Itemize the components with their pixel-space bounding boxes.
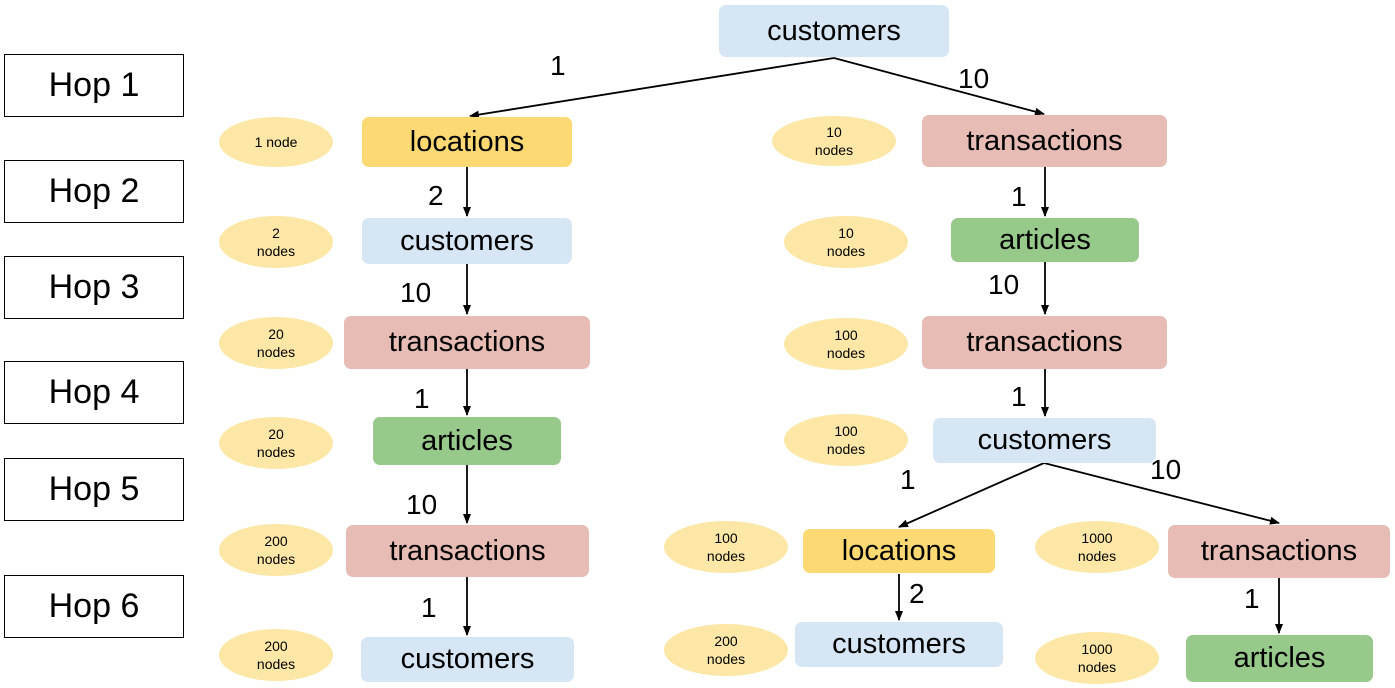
right-edge-label-1: 10 xyxy=(958,63,990,94)
branch-left-count-2: 200 nodes xyxy=(664,624,788,676)
branch-right-node-1: transactions xyxy=(1168,525,1390,578)
left-count-5: 200 nodes xyxy=(219,524,333,576)
right-node-1: transactions xyxy=(922,115,1167,167)
hop-label-2: Hop 2 xyxy=(4,160,184,223)
left-count-2: 2 nodes xyxy=(219,216,333,268)
right-node-4: customers xyxy=(933,418,1156,463)
right-count-1: 10 nodes xyxy=(772,116,896,166)
edge-root-to-left-locations xyxy=(469,57,835,119)
branch-right-count-1: 1000 nodes xyxy=(1035,521,1159,573)
left-node-1: locations xyxy=(362,117,572,167)
branch-left-node-1: locations xyxy=(803,529,995,573)
branch-left-count-1: 100 nodes xyxy=(664,521,788,573)
left-node-3: transactions xyxy=(344,316,590,369)
branch-right-edge-label-2: 1 xyxy=(1244,583,1260,614)
root-customers-node: customers xyxy=(719,5,949,57)
right-node-3: transactions xyxy=(922,316,1167,369)
branch-left-node-2: customers xyxy=(795,622,1003,667)
branch-left-edge-label-1: 1 xyxy=(900,464,916,495)
branch-right-edge-label-1: 10 xyxy=(1150,454,1182,485)
edge-right-branch-right xyxy=(1043,462,1280,525)
right-count-2: 10 nodes xyxy=(784,216,908,268)
edge-root-to-right-transactions xyxy=(833,57,1045,116)
hop-label-1: Hop 1 xyxy=(4,54,184,117)
left-node-2: customers xyxy=(362,218,572,264)
right-count-4: 100 nodes xyxy=(784,414,908,466)
right-node-2: articles xyxy=(951,218,1139,262)
branch-right-count-2: 1000 nodes xyxy=(1035,632,1159,684)
hop-label-3: Hop 3 xyxy=(4,256,184,319)
hop-label-4: Hop 4 xyxy=(4,361,184,424)
left-node-6: customers xyxy=(361,637,574,682)
right-edge-label-3: 10 xyxy=(988,269,1020,300)
hop-label-5: Hop 5 xyxy=(4,458,184,521)
left-edge-label-4: 1 xyxy=(414,383,430,414)
branch-right-node-2: articles xyxy=(1186,635,1373,682)
hop-label-6: Hop 6 xyxy=(4,575,184,638)
branch-left-edge-label-2: 2 xyxy=(909,578,925,609)
left-count-6: 200 nodes xyxy=(219,629,333,681)
right-count-3: 100 nodes xyxy=(784,318,908,370)
left-edge-label-3: 10 xyxy=(400,277,432,308)
left-node-5: transactions xyxy=(346,525,589,577)
right-edge-label-4: 1 xyxy=(1011,381,1027,412)
left-edge-label-2: 2 xyxy=(428,180,444,211)
left-edge-label-1: 1 xyxy=(550,50,566,81)
right-edge-label-2: 1 xyxy=(1011,181,1027,212)
left-node-4: articles xyxy=(373,417,561,465)
left-count-4: 20 nodes xyxy=(219,417,333,469)
edge-right-branch-left xyxy=(898,462,1045,528)
left-count-3: 20 nodes xyxy=(219,317,333,369)
left-edge-label-6: 1 xyxy=(421,592,437,623)
left-count-1: 1 node xyxy=(219,117,333,167)
left-edge-label-5: 10 xyxy=(406,489,438,520)
